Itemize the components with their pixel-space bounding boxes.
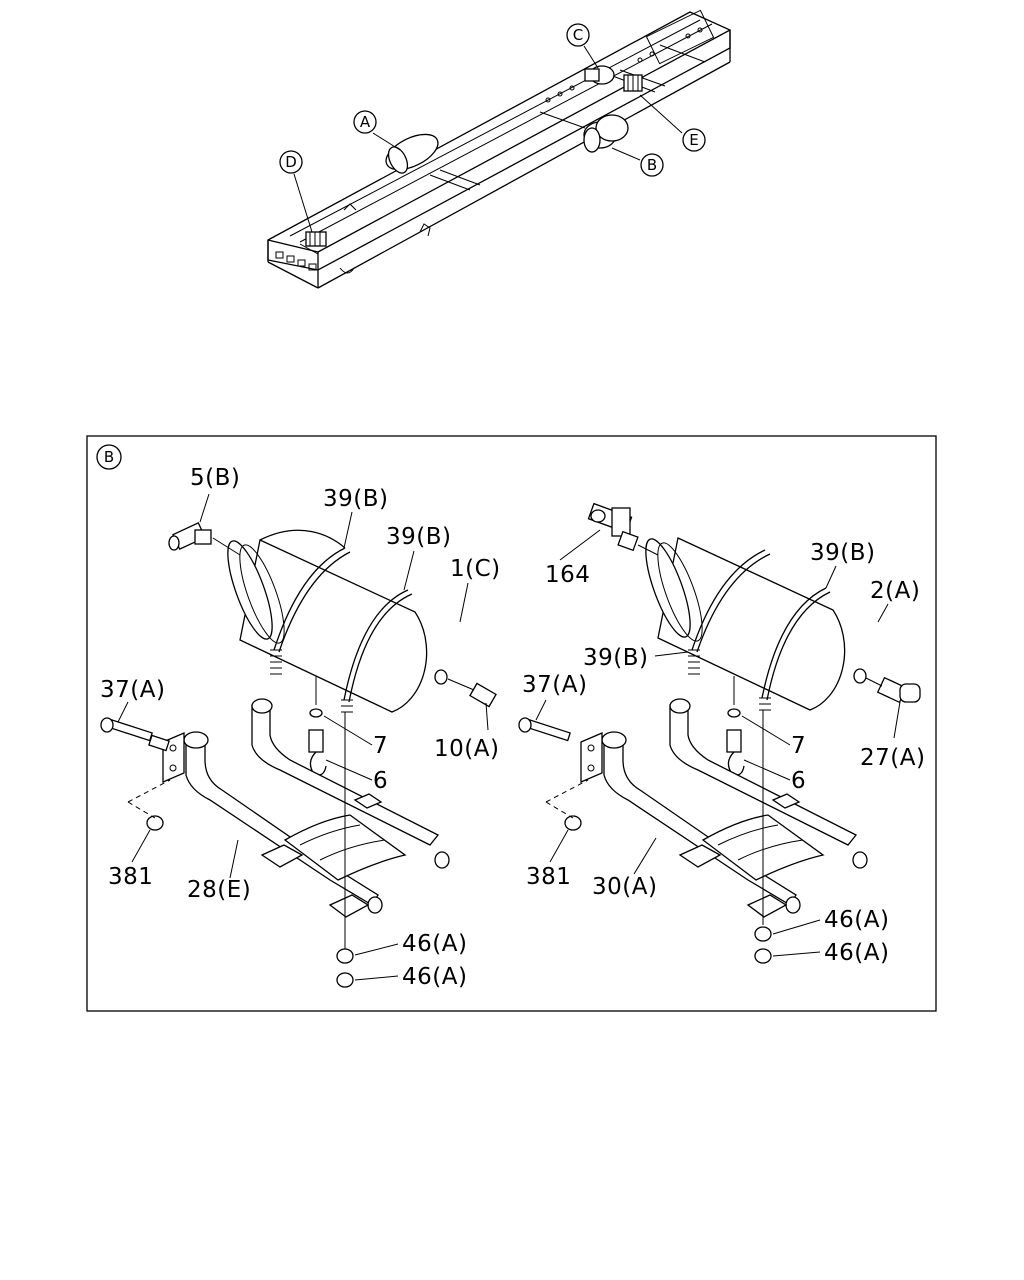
lbl-46A-a: 46(A) xyxy=(402,931,467,957)
section-callout-B: B xyxy=(96,444,122,470)
lbl-46A-b: 46(A) xyxy=(402,964,467,990)
lbl-39B-c: 39(B) xyxy=(810,540,876,566)
lbl-46A-c: 46(A) xyxy=(824,907,889,933)
lbl-28E: 28(E) xyxy=(187,877,251,903)
lbl-6-r: 6 xyxy=(791,768,806,794)
lbl-381-r: 381 xyxy=(526,864,571,890)
left-tank-assembly xyxy=(100,493,497,988)
detail-labels: 5(B) 39(B) 39(B) 1(C) 37(A) 7 10(A) 6 381 28(E) 46… xyxy=(100,465,925,990)
lbl-39B-a: 39(B) xyxy=(323,486,389,512)
lbl-381: 381 xyxy=(108,864,153,890)
callout-E: E xyxy=(639,94,706,152)
callout-A-text: A xyxy=(360,113,371,131)
lbl-5B: 5(B) xyxy=(190,465,240,491)
callout-D: D xyxy=(279,150,313,233)
chassis-frame-overview xyxy=(267,9,731,289)
section-callout-text: B xyxy=(104,448,114,466)
lbl-6: 6 xyxy=(373,768,388,794)
lbl-2A: 2(A) xyxy=(870,578,920,604)
callout-A: A xyxy=(353,110,401,151)
lbl-164: 164 xyxy=(545,562,590,588)
lbl-39B-d: 39(B) xyxy=(583,645,649,671)
lbl-10A: 10(A) xyxy=(434,736,499,762)
callout-C: C xyxy=(566,23,599,69)
lbl-37A: 37(A) xyxy=(100,677,165,703)
right-tank-assembly xyxy=(518,502,921,964)
lbl-1C: 1(C) xyxy=(450,556,501,582)
lbl-37A-r: 37(A) xyxy=(522,672,587,698)
lbl-39B-b: 39(B) xyxy=(386,524,452,550)
detail-frame xyxy=(86,435,937,1012)
lbl-27A: 27(A) xyxy=(860,745,925,771)
lbl-7: 7 xyxy=(373,733,388,759)
lbl-30A: 30(A) xyxy=(592,874,657,900)
callout-D-text: D xyxy=(285,153,297,171)
callout-B: B xyxy=(611,147,664,177)
lbl-7-r: 7 xyxy=(791,733,806,759)
callout-B-text: B xyxy=(647,156,657,174)
callout-E-text: E xyxy=(689,131,698,149)
callout-C-text: C xyxy=(573,26,583,44)
lbl-46A-d: 46(A) xyxy=(824,940,889,966)
overview-callouts: A B C D E xyxy=(279,23,706,233)
